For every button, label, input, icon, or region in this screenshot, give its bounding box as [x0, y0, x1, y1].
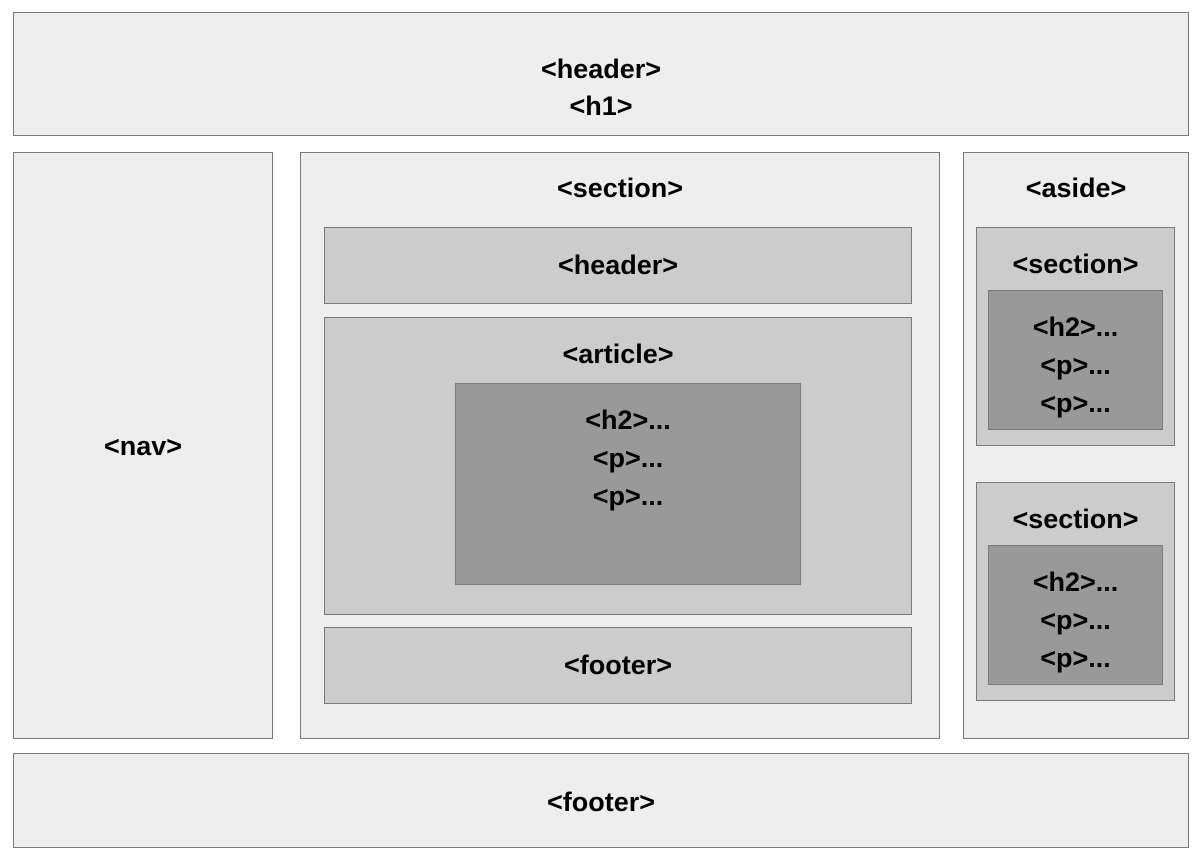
- aside-p-label: <p>...: [1040, 605, 1111, 635]
- article-h2-label: <h2>...: [585, 405, 671, 435]
- section-footer-block: <footer>: [324, 627, 912, 704]
- article-p-label: <p>...: [592, 481, 664, 511]
- aside-section-label: <section>: [1012, 504, 1139, 534]
- page-header-block: <header> <h1>: [13, 12, 1189, 136]
- article-content-block: <h2>... <p>... <p>...: [455, 383, 801, 585]
- nav-label: <nav>: [103, 431, 183, 461]
- article-label: <article>: [562, 339, 674, 369]
- aside-p-label: <p>...: [1040, 350, 1111, 380]
- page-footer-block: <footer>: [13, 753, 1189, 848]
- article-p-label: <p>...: [592, 443, 664, 473]
- aside-h2-label: <h2>...: [1032, 312, 1119, 342]
- aside-section-content-block: <h2>... <p>... <p>...: [988, 545, 1163, 685]
- aside-h2-label: <h2>...: [1032, 567, 1119, 597]
- aside-section-content-block: <h2>... <p>... <p>...: [988, 290, 1163, 430]
- aside-p-label: <p>...: [1040, 388, 1111, 418]
- main-section-label: <section>: [556, 173, 684, 203]
- page-h1-label: <h1>: [569, 91, 633, 121]
- nav-block: <nav>: [13, 152, 273, 739]
- aside-p-label: <p>...: [1040, 643, 1111, 673]
- aside-section-label: <section>: [1012, 249, 1139, 279]
- section-footer-label: <footer>: [563, 650, 673, 680]
- page-footer-label: <footer>: [546, 787, 656, 817]
- section-header-block: <header>: [324, 227, 912, 304]
- section-header-label: <header>: [557, 250, 679, 280]
- aside-label: <aside>: [1025, 173, 1127, 203]
- page-header-label: <header>: [540, 54, 662, 84]
